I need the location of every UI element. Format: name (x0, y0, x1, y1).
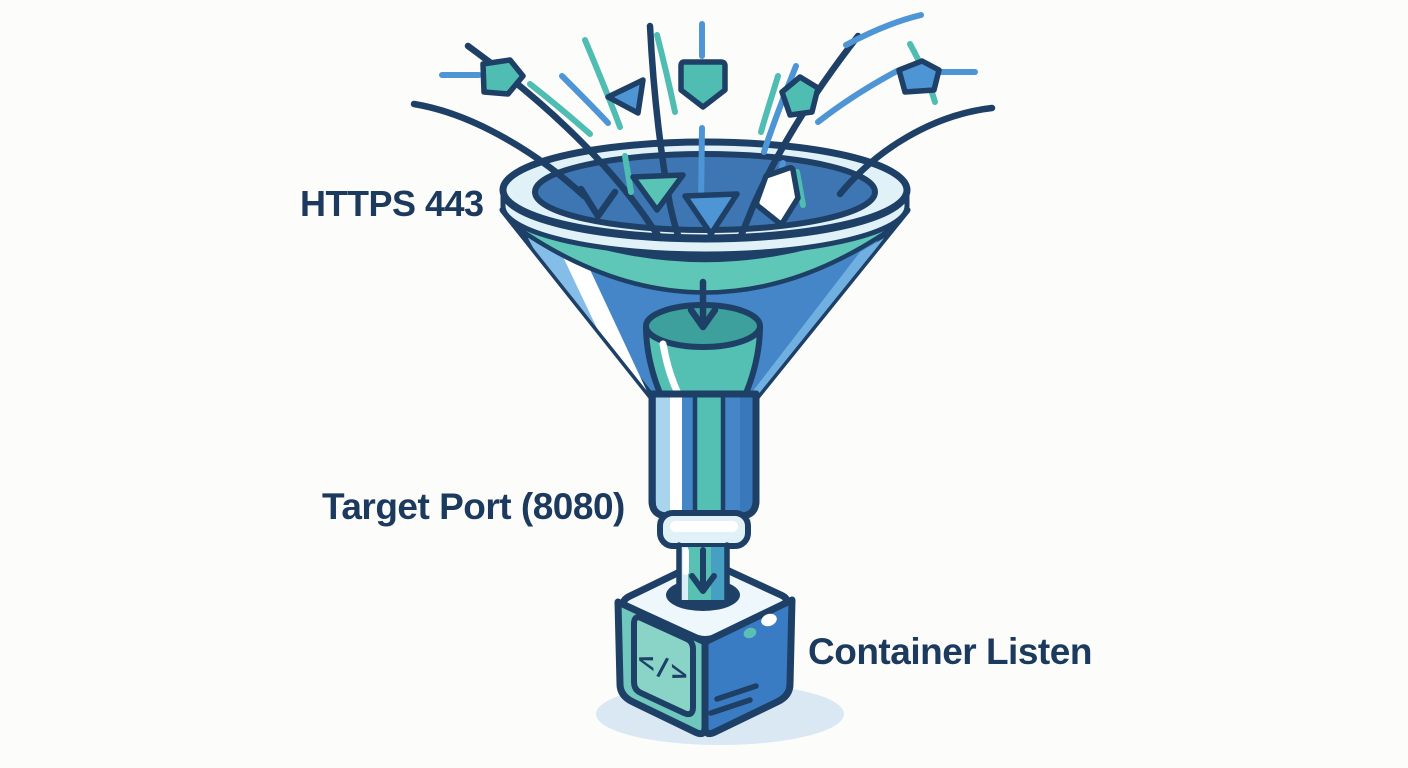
traffic-lines-blue (439, 12, 978, 206)
arrow-down-icon (687, 278, 719, 331)
cube-dot-teal (743, 627, 757, 639)
packet-tag-icon (480, 57, 526, 97)
target-port-label: Target Port (8080) (322, 486, 625, 527)
traffic-lines-teal (527, 32, 938, 208)
funnel-collar (657, 510, 751, 549)
bowl-packet-teal-triangle (630, 172, 686, 213)
container-cube-icon: </> (596, 542, 844, 745)
packet-shield-icon (678, 59, 728, 110)
funnel-teal-band (504, 209, 906, 295)
packet-pentagon-icon (896, 58, 942, 95)
bowl-packet-blue-triangle (682, 191, 740, 237)
https-port-label: HTTPS 443 (300, 183, 484, 224)
bowl-packet-white-shield (753, 165, 801, 226)
cube-right-face (701, 596, 796, 738)
funnel-neck (648, 390, 760, 520)
packet-shield-tilted-icon (779, 74, 821, 118)
cube-vent-dashes (708, 683, 759, 716)
packet-icons (480, 57, 942, 237)
packet-triangle-icon (605, 77, 646, 116)
funnel-stem (676, 542, 730, 603)
stem-arrow-down-icon (689, 547, 717, 594)
code-panel (631, 614, 696, 718)
container-listen-label: Container Listen (808, 631, 1092, 672)
cube-dot-white (761, 613, 777, 627)
